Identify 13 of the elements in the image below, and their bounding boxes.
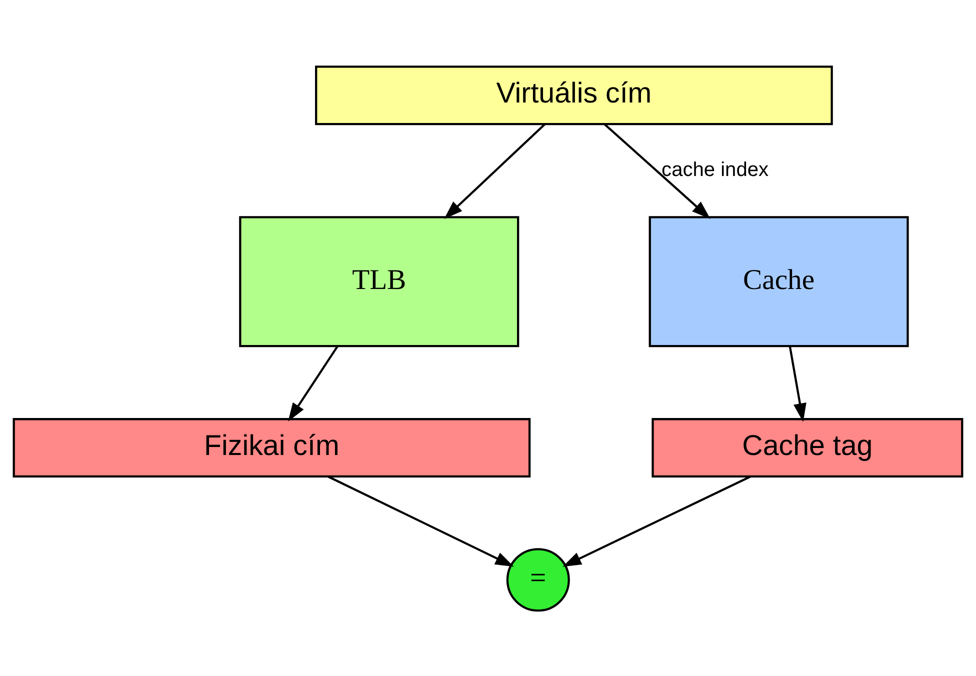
- arrow: [328, 475, 514, 566]
- node-box: Fizikai cím: [12, 418, 531, 477]
- arrow: [604, 122, 710, 218]
- node-circle: =: [506, 548, 570, 612]
- edge-label: cache index: [662, 158, 769, 180]
- node-box: Cache: [648, 216, 909, 347]
- node-box: Virtuális cím: [315, 65, 833, 125]
- arrow: [562, 475, 751, 566]
- arrow: [288, 345, 338, 421]
- node-box: TLB: [239, 216, 520, 347]
- arrow: [788, 346, 806, 422]
- node-box: Cache tag: [652, 418, 964, 477]
- arrow: [444, 123, 546, 219]
